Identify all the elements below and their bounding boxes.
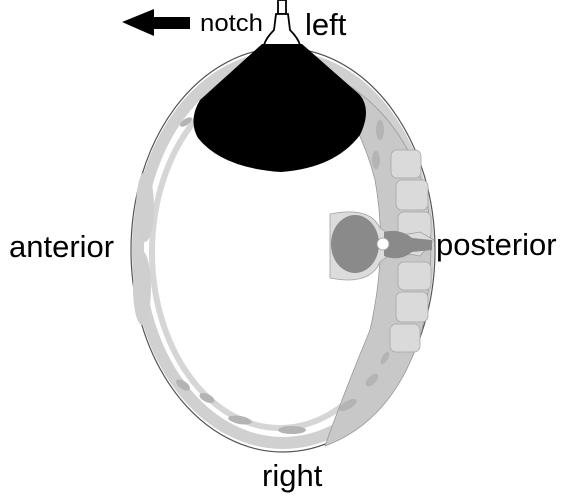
muscle-segment: [389, 323, 421, 353]
rib-segment: [380, 351, 390, 365]
rib-segment: [372, 151, 380, 169]
rib-segment: [180, 117, 192, 127]
muscle-segment: [390, 149, 422, 179]
ultrasound-probe-icon: [262, 0, 302, 46]
rib-segment: [376, 120, 384, 140]
muscle-segment: [395, 291, 429, 323]
rib-segment: [228, 415, 252, 425]
rib-segment: [199, 393, 215, 403]
probe-head: [262, 13, 302, 46]
rib-segment: [278, 426, 306, 434]
spinal-canal: [376, 237, 390, 251]
spinous-process: [384, 230, 432, 259]
muscle-segment: [395, 179, 429, 211]
anterior-label: anterior: [9, 229, 114, 264]
muscle-segments: [389, 149, 432, 353]
right-label: right: [262, 458, 323, 493]
anterior-muscle-upper: [136, 172, 154, 242]
vertebra: [329, 211, 435, 281]
rib-segment: [339, 398, 357, 412]
anterior-muscle-lower: [133, 251, 151, 325]
rib-segment: [365, 373, 379, 387]
arrow-left-icon: [122, 9, 190, 36]
rib-segment: [176, 379, 190, 391]
ultrasound-beam: [193, 44, 366, 172]
left-label: left: [305, 7, 347, 42]
muscle-segment: [397, 261, 432, 291]
vertebral-body: [331, 215, 379, 273]
posterior-label: posterior: [436, 227, 557, 262]
notch-label: notch: [200, 10, 263, 37]
rib-segments: [176, 117, 390, 434]
probe-cable: [277, 0, 287, 15]
